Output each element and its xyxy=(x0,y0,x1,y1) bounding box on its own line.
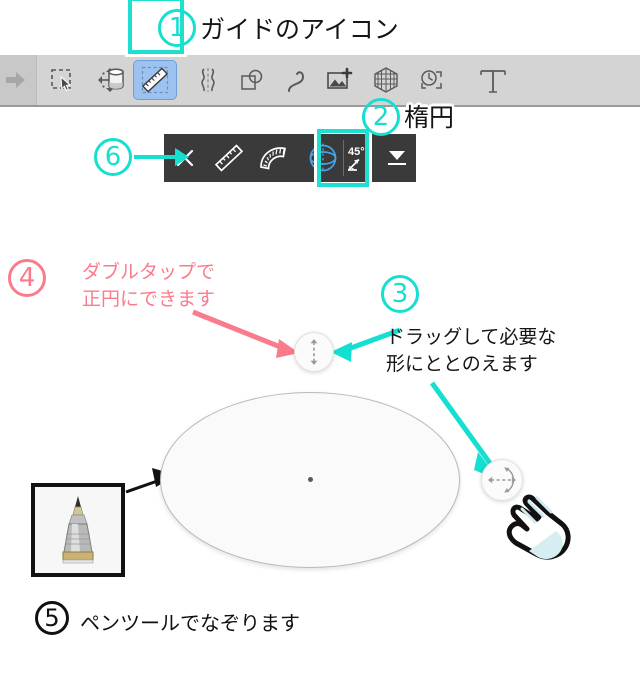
perspective-grid-icon[interactable] xyxy=(366,60,406,100)
step-number-6: 6 xyxy=(94,138,132,176)
text-tool-icon[interactable] xyxy=(458,60,528,100)
ellipse-guide-icon[interactable] xyxy=(302,134,344,182)
pen-tool-thumbnail[interactable] xyxy=(31,483,125,577)
horizontal-resize-handle[interactable] xyxy=(481,459,523,501)
pencil-pen-icon xyxy=(62,496,94,564)
toolbar-divider xyxy=(36,55,37,105)
ruler-guide-icon xyxy=(141,66,169,94)
protractor-icon[interactable] xyxy=(253,134,302,182)
add-image-icon[interactable] xyxy=(320,60,360,100)
step-number-5: 5 xyxy=(35,601,69,635)
hand-pointer-cursor xyxy=(498,487,588,574)
guide-bar-divider xyxy=(343,140,345,176)
history-frame-icon[interactable] xyxy=(412,60,452,100)
shape-boolean-icon[interactable] xyxy=(232,60,272,100)
step-number-4: 4 xyxy=(8,259,46,297)
step-number-3: 3 xyxy=(381,275,419,313)
ellipse-center-point xyxy=(308,477,313,482)
vertical-resize-handle[interactable] xyxy=(294,332,334,372)
label-ellipse: 楕円 xyxy=(404,103,455,132)
arrow-right-icon[interactable] xyxy=(0,60,36,100)
step-number-2: 2 xyxy=(362,98,400,136)
horizontal-double-arrow-rotate-icon xyxy=(488,467,516,493)
label-double-tap: ダブルタップで 正円にできます xyxy=(82,261,216,310)
curve-icon[interactable] xyxy=(276,60,316,100)
svg-text:45°: 45° xyxy=(348,146,365,158)
selection-lasso-icon[interactable] xyxy=(42,60,82,100)
ruler-icon[interactable] xyxy=(206,134,253,182)
vertical-double-arrow-icon xyxy=(310,339,318,365)
app-toolbar xyxy=(0,55,640,107)
caret-down-icon[interactable] xyxy=(378,134,416,182)
symmetry-icon[interactable] xyxy=(188,60,228,100)
label-guide-icon: ガイドのアイコン xyxy=(200,15,399,44)
close-x-icon[interactable] xyxy=(164,134,206,182)
guide-options-bar: 45° xyxy=(164,134,416,182)
bucket-fill-icon[interactable] xyxy=(96,60,136,100)
ruler-guide-icon-button[interactable] xyxy=(133,60,177,100)
arrow-step4-to-top-handle xyxy=(192,309,299,358)
label-drag-to-shape: ドラッグして必要な 形にととのえます xyxy=(386,326,557,375)
step-number-1: 1 xyxy=(158,9,196,47)
ellipse-tool-highlight xyxy=(317,129,369,187)
label-pen-trace: ペンツールでなぞります xyxy=(80,611,300,635)
angle-snap-icon[interactable]: 45° xyxy=(344,134,378,182)
